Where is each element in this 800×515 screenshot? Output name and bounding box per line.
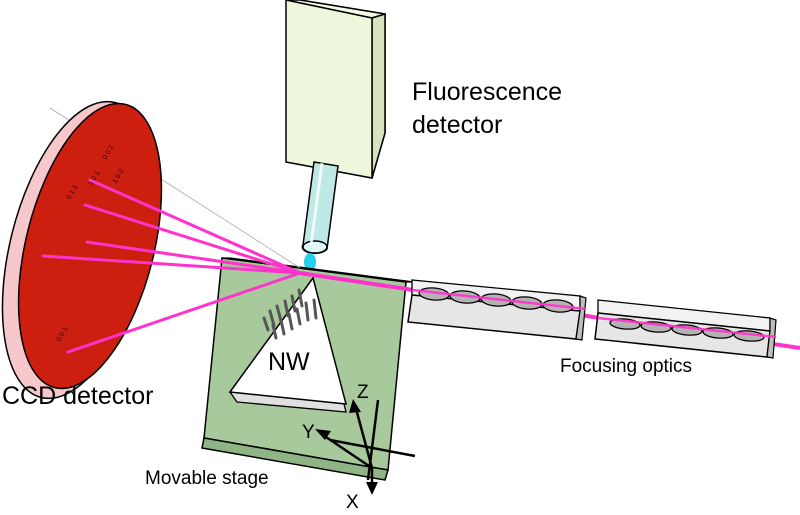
diffracted-beam xyxy=(85,240,302,275)
fluorescence-detector-body-front xyxy=(285,0,373,179)
beam-in-optics xyxy=(597,316,777,339)
diffracted-beams xyxy=(41,178,302,354)
x-axis-label: X xyxy=(346,492,359,510)
y-axis-line xyxy=(319,431,373,470)
fluorescence-detector-body-right xyxy=(371,12,386,179)
x-arrow-icon xyxy=(366,482,378,495)
diffracted-beam xyxy=(66,271,302,354)
ccd-face xyxy=(17,102,163,390)
movable-stage: NW xyxy=(201,257,415,481)
vertical-axis-line xyxy=(366,399,380,481)
diffracted-beam xyxy=(41,254,302,275)
nanowire-substrate xyxy=(228,276,347,405)
nose-highlight xyxy=(309,162,324,246)
y-arrow-icon xyxy=(315,429,331,440)
y-axis-label: Y xyxy=(302,422,315,443)
z-axis-label: Z xyxy=(357,382,369,403)
coordinate-axes xyxy=(319,399,416,488)
fluorescence-spot xyxy=(304,253,316,271)
z-axis-line xyxy=(353,404,374,469)
focusing-optics xyxy=(407,279,777,359)
movable-stage-label: Movable stage xyxy=(145,468,269,489)
ccd-detector-label: CCD detector xyxy=(2,382,153,410)
fluorescence-detector xyxy=(285,0,386,271)
diffracted-beam xyxy=(83,203,302,275)
fluorescence-detector-label-line1: Fluorescence xyxy=(412,78,562,106)
focusing-optics-label: Focusing optics xyxy=(560,356,692,377)
nw-label: NW xyxy=(268,348,310,376)
ccd-detector: 0 0 2 1 0 1 0 1 1 1 0 2 0 0 1 xyxy=(1,100,301,400)
nanowires xyxy=(262,288,318,340)
diffracted-beam xyxy=(88,178,302,275)
optics-housing-end xyxy=(766,317,777,359)
stage-bottom-edge xyxy=(201,437,389,481)
beam-in-optics xyxy=(411,288,587,311)
fluorescence-detector-window xyxy=(302,240,328,254)
fluorescence-detector-label-line2: detector xyxy=(412,111,502,139)
z-arrow-icon xyxy=(349,399,361,413)
horizontal-axis-line xyxy=(329,438,416,458)
